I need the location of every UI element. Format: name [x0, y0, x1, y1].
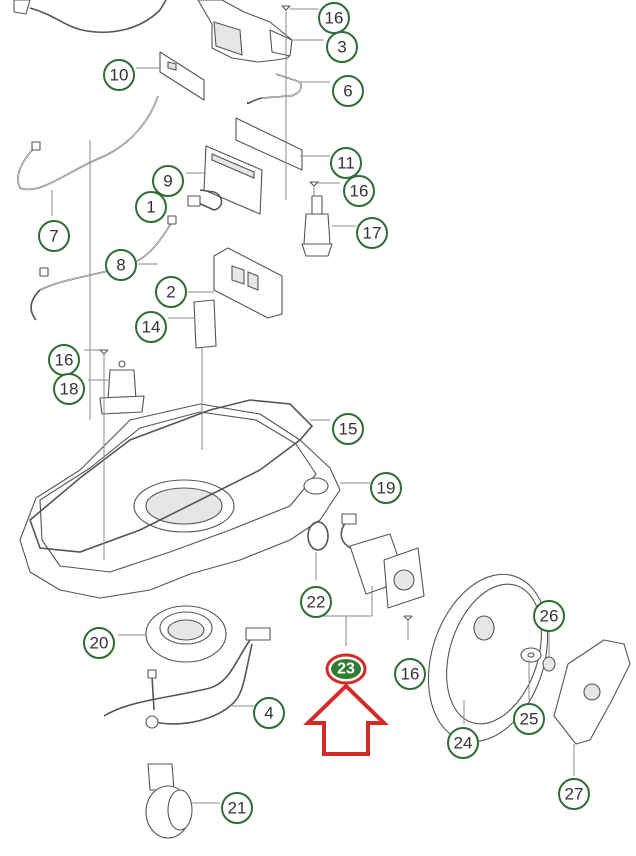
callout-16[interactable]: 16: [394, 658, 426, 690]
part-14-block: [193, 299, 217, 349]
callout-label: 10: [110, 66, 129, 85]
part-4-harness: [103, 627, 271, 729]
callout-25[interactable]: 25: [513, 703, 545, 735]
callout-label: 19: [377, 479, 396, 498]
callout-9[interactable]: 9: [152, 165, 184, 197]
callout-label: 24: [454, 734, 473, 753]
callout-19[interactable]: 19: [370, 472, 402, 504]
callout-label: 16: [325, 9, 344, 28]
callout-label: 4: [264, 704, 273, 723]
callout-24[interactable]: 24: [447, 727, 479, 759]
callout-label: 16: [55, 351, 74, 370]
callout-label: 25: [520, 710, 539, 729]
arrow-up-icon: [303, 683, 389, 756]
callout-16[interactable]: 16: [48, 344, 80, 376]
callout-11[interactable]: 11: [330, 147, 362, 179]
callout-15[interactable]: 15: [332, 413, 364, 445]
callout-16[interactable]: 16: [318, 2, 350, 34]
part-19-chassis: [19, 403, 341, 599]
callout-26[interactable]: 26: [533, 600, 565, 632]
callout-27[interactable]: 27: [558, 778, 590, 810]
callout-8[interactable]: 8: [105, 249, 137, 281]
callout-label: 21: [228, 799, 247, 818]
part-22-oring: [307, 521, 329, 551]
callout-label: 3: [337, 38, 346, 57]
part-10-pcb: [159, 51, 205, 101]
part-15-seal: [29, 399, 314, 553]
callout-6[interactable]: 6: [332, 75, 364, 107]
callout-label: 14: [142, 318, 161, 337]
callout-label: 2: [166, 283, 175, 302]
callout-label: 6: [343, 82, 352, 101]
callout-10[interactable]: 10: [103, 59, 135, 91]
callout-14[interactable]: 14: [135, 311, 167, 343]
callout-label: 16: [350, 182, 369, 201]
part-21-front-wheel: [145, 763, 193, 839]
callout-18[interactable]: 18: [53, 373, 85, 405]
callout-label: 17: [363, 224, 382, 243]
highlighted-label: 23: [337, 661, 355, 678]
part-23-motor: [340, 513, 425, 609]
callout-17[interactable]: 17: [356, 217, 388, 249]
leader-lines: [51, 8, 575, 804]
part-3-housing: [197, 0, 293, 63]
part-8-cable: [30, 215, 177, 321]
callout-label: 11: [337, 154, 355, 173]
callout-label: 7: [49, 227, 58, 246]
callout-label: 9: [163, 172, 172, 191]
callout-label: 26: [540, 607, 559, 626]
screws: [99, 5, 413, 640]
callout-16[interactable]: 16: [343, 175, 375, 207]
part-26-nut: [542, 656, 556, 672]
callout-7[interactable]: 7: [38, 220, 70, 252]
callout-label: 16: [401, 665, 420, 684]
top-cable-fragment: [13, 0, 167, 33]
part-1-connector: [187, 189, 223, 211]
part-24-drive-wheel: [427, 573, 549, 743]
callout-21[interactable]: 21: [221, 792, 253, 824]
callout-label: 22: [307, 593, 326, 612]
callout-label: 8: [116, 256, 125, 275]
part-20-ring: [145, 605, 227, 663]
callout-2[interactable]: 2: [155, 276, 187, 308]
callout-label: 15: [339, 420, 358, 439]
callout-20[interactable]: 20: [83, 627, 115, 659]
part-11-board: [235, 117, 303, 171]
callout-3[interactable]: 3: [326, 31, 358, 63]
part-25-washer: [520, 647, 542, 663]
callout-label: 27: [565, 785, 584, 804]
callout-label: 18: [60, 380, 79, 399]
part-9-pcb: [203, 145, 263, 215]
callout-4[interactable]: 4: [253, 697, 285, 729]
part-18-sensor: [99, 360, 145, 415]
callout-label: 1: [146, 198, 155, 217]
callout-label: 20: [90, 634, 109, 653]
part-7-cable: [17, 95, 159, 191]
callout-23-highlighted[interactable]: 23: [325, 653, 367, 685]
part-6-cable: [246, 73, 302, 105]
part-27-hubcap: [553, 639, 631, 745]
part-2-module: [213, 247, 283, 319]
callout-1[interactable]: 1: [135, 191, 167, 223]
part-17-sensor: [301, 195, 333, 257]
callout-22[interactable]: 22: [300, 586, 332, 618]
